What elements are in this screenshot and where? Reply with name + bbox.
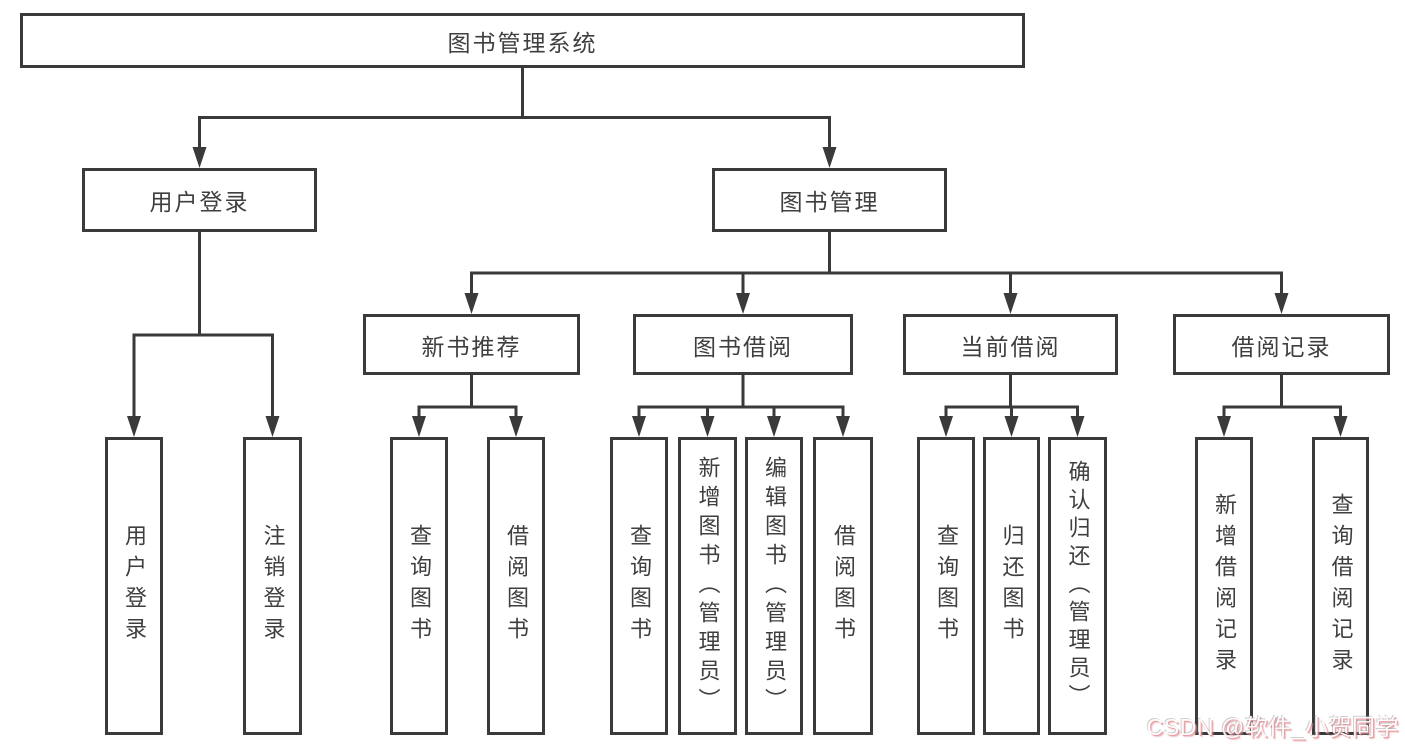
- leaf-newbook-query-books: 查询图书: [390, 437, 448, 735]
- node-root-system-label: 图书管理系统: [447, 29, 598, 56]
- connector-book-management-to-level3: [464, 232, 1289, 314]
- leaf-logout-label: 注销登录: [260, 524, 286, 648]
- node-root-system: 图书管理系统: [20, 13, 1025, 68]
- leaf-return-books-label: 归还图书: [999, 524, 1025, 648]
- leaf-user-login: 用户登录: [105, 437, 163, 735]
- node-book-borrow: 图书借阅: [633, 314, 853, 375]
- connector-borrow-records-to-leaves: [1217, 375, 1348, 437]
- connector-root-to-level2: [192, 68, 837, 168]
- node-current-borrow: 当前借阅: [903, 314, 1118, 375]
- leaf-current-query-books-label: 查询图书: [934, 524, 959, 648]
- node-user-login: 用户登录: [82, 168, 317, 232]
- leaf-confirm-return-admin: 确认归还（管理员）: [1048, 437, 1107, 735]
- leaf-query-borrow-record: 查询借阅记录: [1312, 437, 1369, 735]
- node-user-login-label: 用户登录: [149, 189, 250, 215]
- leaf-add-borrow-record: 新增借阅记录: [1195, 437, 1253, 735]
- leaf-confirm-return-admin-label: 确认归还（管理员）: [1065, 460, 1091, 712]
- node-new-book-recommend-label: 新书推荐: [421, 333, 522, 360]
- connector-current-borrow-to-leaves: [939, 375, 1085, 437]
- node-book-borrow-label: 图书借阅: [693, 333, 793, 360]
- connector-new-book-to-leaves: [412, 375, 523, 437]
- node-borrow-records: 借阅记录: [1173, 314, 1390, 375]
- leaf-return-books: 归还图书: [983, 437, 1040, 735]
- leaf-add-book-admin: 新增图书（管理员）: [678, 437, 737, 735]
- leaf-borrow-borrow-books: 借阅图书: [813, 437, 873, 735]
- leaf-newbook-query-books-label: 查询图书: [407, 524, 432, 648]
- node-book-management-label: 图书管理: [779, 189, 880, 215]
- node-current-borrow-label: 当前借阅: [960, 333, 1061, 360]
- leaf-borrow-query-books: 查询图书: [610, 437, 668, 735]
- node-book-management: 图书管理: [712, 168, 947, 232]
- leaf-query-borrow-record-label: 查询借阅记录: [1328, 493, 1354, 679]
- leaf-add-book-admin-label: 新增图书（管理员）: [695, 455, 721, 717]
- node-new-book-recommend: 新书推荐: [363, 314, 580, 375]
- connector-user-login-to-leaves: [127, 232, 280, 437]
- leaf-edit-book-admin: 编辑图书（管理员）: [745, 437, 803, 735]
- leaf-borrow-borrow-books-label: 借阅图书: [831, 524, 856, 648]
- leaf-add-borrow-record-label: 新增借阅记录: [1212, 493, 1237, 679]
- connector-book-borrow-to-leaves: [632, 375, 850, 437]
- leaf-newbook-borrow-books: 借阅图书: [487, 437, 545, 735]
- leaf-user-login-label: 用户登录: [122, 524, 147, 648]
- node-borrow-records-label: 借阅记录: [1231, 333, 1332, 360]
- leaf-borrow-query-books-label: 查询图书: [627, 524, 652, 648]
- leaf-current-query-books: 查询图书: [917, 437, 975, 735]
- leaf-newbook-borrow-books-label: 借阅图书: [504, 524, 529, 648]
- leaf-logout: 注销登录: [243, 437, 302, 735]
- leaf-edit-book-admin-label: 编辑图书（管理员）: [762, 455, 787, 717]
